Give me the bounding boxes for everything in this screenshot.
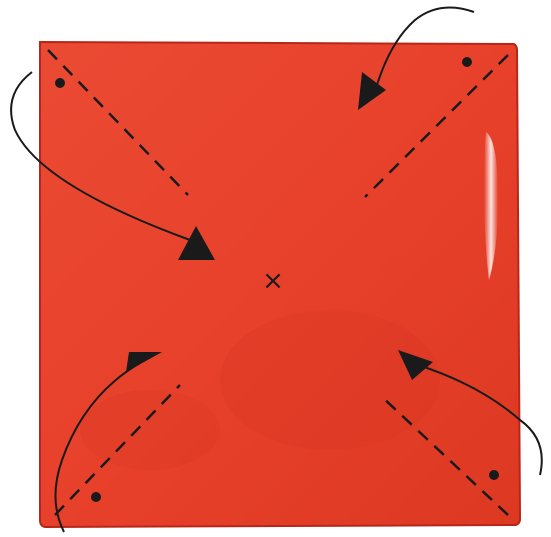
corner-dot-bottom-right [489, 470, 499, 480]
paper-shade [80, 390, 220, 470]
corner-dot-top-right [462, 57, 472, 67]
corner-dot-bottom-left [91, 492, 101, 502]
paper-shade [220, 310, 440, 450]
center-mark: × [262, 266, 284, 296]
corner-dot-top-left [55, 78, 65, 88]
